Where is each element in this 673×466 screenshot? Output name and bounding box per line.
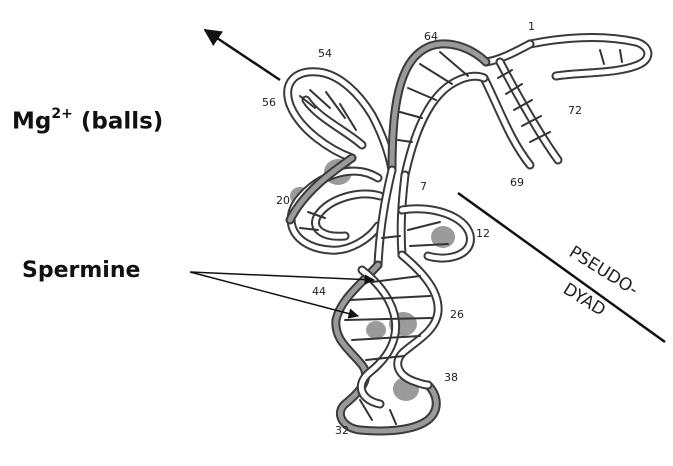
helix-arrow bbox=[205, 30, 280, 80]
residue-number: 69 bbox=[510, 176, 524, 189]
anticodon-arm bbox=[336, 255, 438, 431]
t-arm-dark-strand bbox=[392, 44, 486, 175]
residue-number: 20 bbox=[276, 194, 290, 207]
dyad-axis-line bbox=[458, 193, 665, 342]
residue-number: 56 bbox=[262, 96, 276, 109]
dyad-label-line2: DYAD bbox=[559, 279, 609, 320]
residue-number: 1 bbox=[528, 20, 535, 33]
residue-number: 72 bbox=[568, 104, 582, 117]
pseudo-dyad-axis: PSEUDO- DYAD bbox=[458, 193, 665, 342]
residue-number: 26 bbox=[450, 308, 464, 321]
residue-number: 64 bbox=[424, 30, 438, 43]
t-loop-region bbox=[288, 72, 392, 170]
residue-number: 32 bbox=[335, 424, 349, 437]
residue-number: 54 bbox=[318, 47, 332, 60]
residue-number: 12 bbox=[476, 227, 490, 240]
mg-ball bbox=[366, 321, 386, 339]
residue-number: 7 bbox=[420, 180, 427, 193]
residue-number: 44 bbox=[312, 285, 326, 298]
residue-number: 38 bbox=[444, 371, 458, 384]
acceptor-stem bbox=[484, 38, 648, 165]
direction-arrow bbox=[205, 30, 280, 80]
